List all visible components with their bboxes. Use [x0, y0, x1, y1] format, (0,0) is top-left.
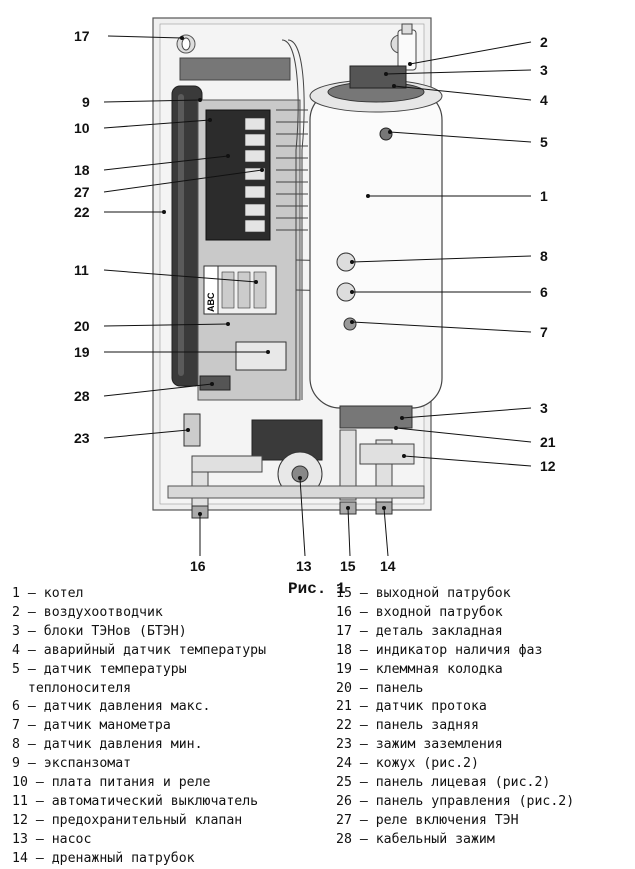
- legend-item: 15 – выходной патрубок: [336, 586, 511, 601]
- legend-right-column: 15 – выходной патрубок 16 – входной патру…: [336, 585, 574, 850]
- callout-18: 18: [74, 162, 90, 178]
- callout-1: 1: [540, 188, 548, 204]
- legend-item: 23 – зажим заземления: [336, 737, 503, 753]
- callout-20: 20: [74, 318, 90, 334]
- callout-27: 27: [74, 184, 90, 200]
- relay-blocks: [244, 117, 266, 233]
- legend-item: 13 – насос: [12, 831, 92, 847]
- top-mount-strip: [179, 57, 291, 81]
- legend-item: 16 – входной патрубок: [336, 604, 503, 620]
- temp-sensor: [379, 127, 393, 141]
- legend-item: 5 – датчик температуры: [12, 661, 187, 677]
- air-vent: [397, 29, 417, 71]
- callout-4: 4: [540, 92, 548, 108]
- legend-item: 25 – панель лицевая (рис.2): [336, 775, 551, 791]
- legend-item: 17 – деталь закладная: [336, 623, 503, 639]
- legend-item: 2 – воздухоотводчик: [12, 604, 163, 620]
- figure-caption: Рис. 1: [288, 580, 346, 598]
- legend-item: 28 – кабельный зажим: [336, 831, 495, 847]
- wire-bundle: [276, 39, 341, 400]
- callout-22: 22: [74, 204, 90, 220]
- legend-item: 20 – панель: [336, 680, 424, 696]
- callout-15: 15: [340, 558, 356, 574]
- callout-2: 2: [540, 34, 548, 50]
- callout-21: 21: [540, 434, 556, 450]
- legend-item: 10 – плата питания и реле: [12, 775, 211, 791]
- boiler-diagram: ABC: [74, 17, 556, 574]
- callout-12: 12: [540, 458, 556, 474]
- air-vent-cap: [401, 23, 413, 35]
- legend-left-column: 1 – котел 2 – воздухоотводчик 3 – блоки ТЭ…: [12, 585, 266, 869]
- callout-14: 14: [380, 558, 396, 574]
- legend-item: 8 – датчик давления мин.: [12, 737, 203, 753]
- legend-item: 27 – реле включения ТЭН: [336, 812, 519, 828]
- callout-7: 7: [540, 324, 548, 340]
- callout-13: 13: [296, 558, 312, 574]
- callout-23: 23: [74, 430, 90, 446]
- legend-item: 1 – котел: [12, 586, 84, 601]
- callout-9: 9: [82, 94, 90, 110]
- callout-3-top: 3: [540, 62, 548, 78]
- callout-28: 28: [74, 388, 90, 404]
- expansion-tank-highlight: [178, 94, 184, 376]
- cable-clamp: [199, 375, 231, 391]
- callout-8: 8: [540, 248, 548, 264]
- pipes: [191, 429, 415, 507]
- legend-item: 26 – панель управления (рис.2): [336, 793, 575, 809]
- legend-item: теплоносителя: [12, 680, 132, 696]
- abc-label: ABC: [206, 292, 216, 312]
- pump-body: [251, 419, 323, 461]
- callout-19: 19: [74, 344, 90, 360]
- legend-item: 4 – аварийный датчик температуры: [12, 642, 267, 658]
- legend-item: 19 – клеммная колодка: [336, 661, 503, 677]
- legend-item: 18 – индикатор наличия фаз: [336, 642, 543, 658]
- callout-10: 10: [74, 120, 90, 136]
- legend-item: 11 – автоматический выключатель: [12, 793, 259, 809]
- heater-cluster: [349, 65, 407, 89]
- legend-item: 7 – датчик манометра: [12, 718, 171, 734]
- callout-3-bottom: 3: [540, 400, 548, 416]
- legend-item: 3 – блоки ТЭНов (БТЭН): [12, 623, 187, 639]
- leader-lines: [103, 35, 532, 557]
- callout-5: 5: [540, 134, 548, 150]
- callout-11: 11: [74, 262, 89, 278]
- legend-item: 21 – датчик протока: [336, 699, 487, 715]
- legend-item: 22 – панель задняя: [336, 718, 479, 734]
- boiler-body: [309, 89, 443, 409]
- breaker-switches: [221, 271, 267, 309]
- callout-16: 16: [190, 558, 206, 574]
- legend-item: 9 – экспанзомат: [12, 756, 132, 772]
- legend-item: 6 – датчик давления макс.: [12, 699, 211, 715]
- mount-hole-left-slot: [181, 37, 191, 51]
- legend-item: 14 – дренажный патрубок: [12, 850, 195, 866]
- terminal-block: [235, 341, 287, 371]
- callout-labels: 17 9 10 18 27 22 11 20 19 28 23 2 3 4 5 …: [74, 28, 556, 574]
- legend-item: 24 – кожух (рис.2): [336, 756, 479, 772]
- bottom-bracket: [167, 485, 425, 499]
- legend-item: 12 – предохранительный клапан: [12, 812, 243, 828]
- manometer-sensor: [343, 317, 357, 331]
- callout-17: 17: [74, 28, 90, 44]
- callout-6: 6: [540, 284, 548, 300]
